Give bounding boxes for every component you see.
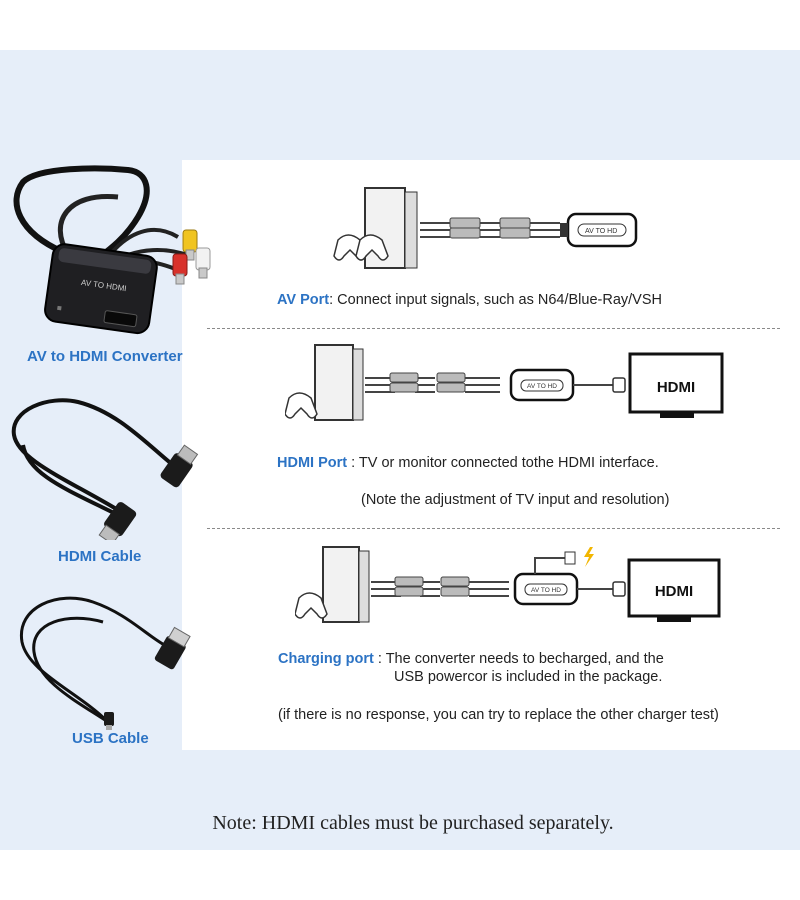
separator-1: [207, 328, 780, 329]
hdmi-port-text: TV or monitor connected tothe HDMI inter…: [355, 455, 659, 471]
charging-bolt-icon: [584, 547, 594, 567]
hdmi-row-device-label: AV TO HD: [527, 383, 557, 390]
av-port-line: AV Port: Connect input signals, such as …: [277, 292, 662, 308]
hdmi-cable-label: HDMI Cable: [58, 548, 142, 565]
usb-cable-photo: [20, 596, 191, 730]
converter-photo: AV TO HDMI: [13, 165, 211, 335]
rca-red-plug: [172, 253, 188, 285]
usb-cable-label: USB Cable: [72, 730, 149, 747]
rca-yellow-plug: [182, 229, 198, 261]
av-port-diagram: AV TO HD: [333, 187, 638, 269]
charging-row-device-label: AV TO HD: [531, 587, 561, 594]
charging-port-text: The converter needs to becharged, and th…: [381, 651, 664, 667]
charging-port-note: (if there is no response, you can try to…: [278, 707, 719, 723]
hdmi-port-key: HDMI Port: [277, 455, 348, 471]
tv-label-row3: HDMI: [655, 583, 693, 600]
charging-port-text-2: USB powercor is included in the package.: [394, 669, 663, 685]
hdmi-port-note: (Note the adjustment of TV input and res…: [361, 492, 670, 508]
av-port-sep: :: [329, 292, 334, 308]
hdmi-port-diagram: AV TO HD HDMI: [285, 344, 724, 421]
charging-port-key: Charging port: [278, 651, 374, 667]
rca-white-plug: [195, 247, 211, 279]
charging-port-diagram: AV TO HD HDMI: [295, 546, 721, 623]
av-device-label: AV TO HD: [585, 228, 617, 235]
footer-note: Note: HDMI cables must be purchased sepa…: [212, 812, 614, 834]
av-port-text: Connect input signals, such as N64/Blue-…: [333, 292, 662, 308]
charging-port-sep: :: [373, 651, 382, 667]
converter-label: AV to HDMI Converter: [27, 348, 183, 365]
content-panel: [182, 160, 800, 750]
separator-2: [207, 528, 780, 529]
hdmi-port-sep: :: [347, 455, 356, 471]
tv-label-row2: HDMI: [657, 379, 695, 396]
charging-port-line: Charging port : The converter needs to b…: [278, 651, 664, 667]
av-port-key: AV Port: [277, 292, 330, 308]
hdmi-cable-photo: [11, 398, 199, 540]
hdmi-port-line: HDMI Port : TV or monitor connected toth…: [277, 455, 659, 471]
